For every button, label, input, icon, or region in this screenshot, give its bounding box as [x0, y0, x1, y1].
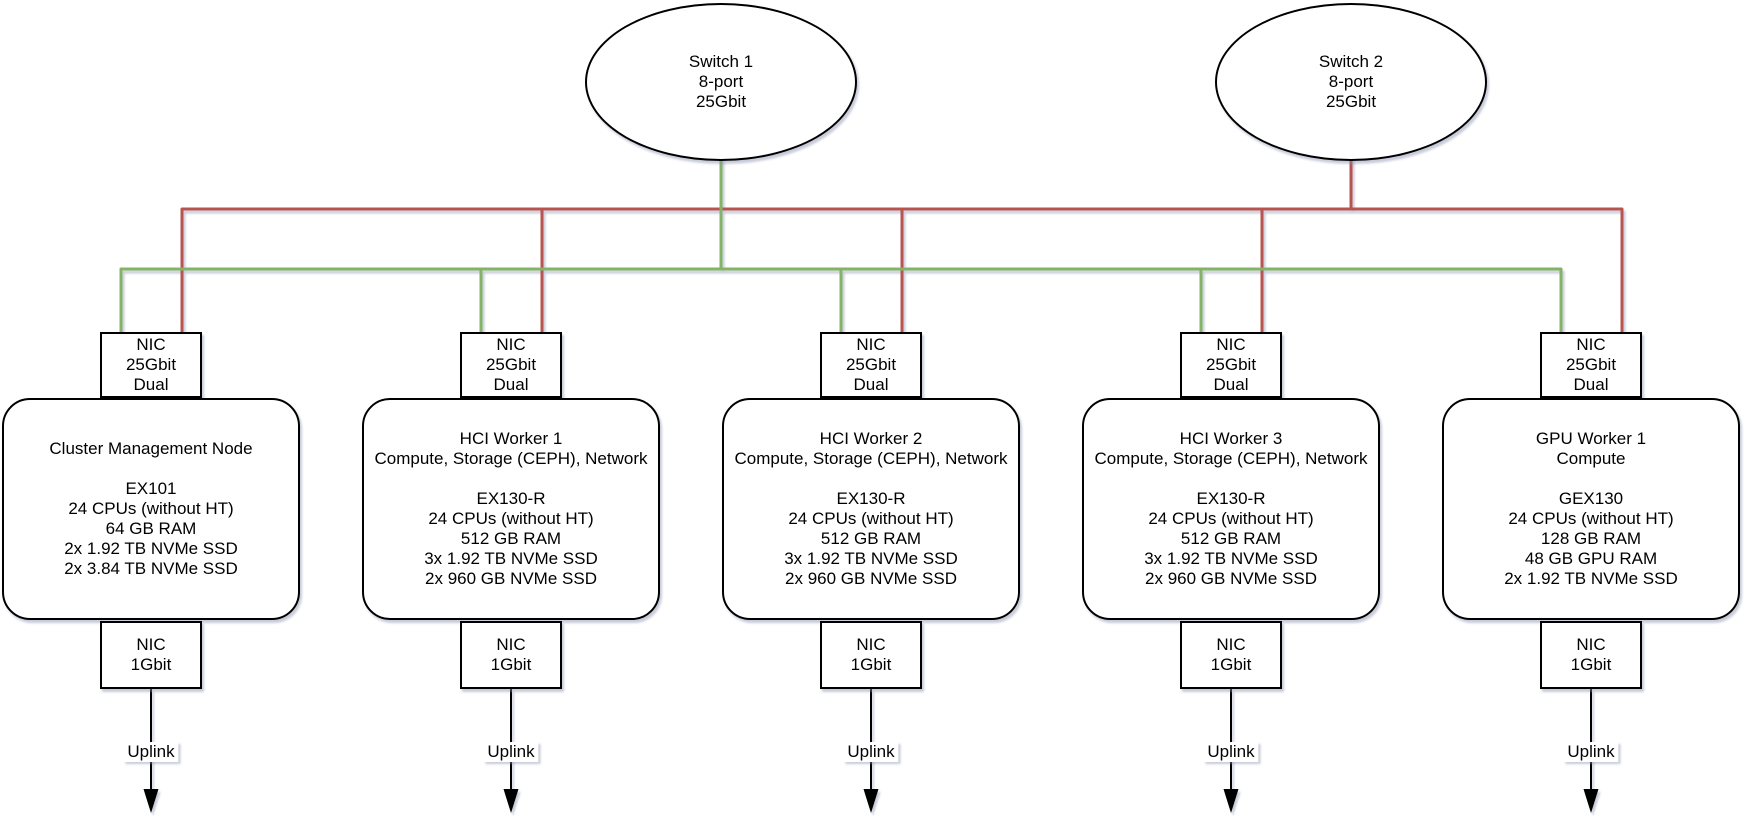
uplink-arrowhead [863, 789, 879, 813]
uplink-arrowhead [143, 789, 159, 813]
nic-label-line: Dual [1213, 375, 1249, 394]
node-spec-line: 2x 960 GB NVMe SSD [785, 569, 957, 588]
uplink-arrowhead [1223, 789, 1239, 813]
node-spec-line: EX130-R [836, 489, 906, 508]
node-spec-line: 2x 1.92 TB NVMe SSD [1504, 569, 1678, 588]
node-title-line: Compute, Storage (CEPH), Network [1094, 449, 1368, 468]
nic-label-line: 25Gbit [845, 355, 897, 374]
switch-label-line: 8-port [1328, 72, 1374, 91]
switch-label-line: 25Gbit [695, 92, 747, 111]
node-spec-line: GEX130 [1558, 489, 1624, 508]
nic-label-line: Dual [1573, 375, 1609, 394]
nic-label-line: 1Gbit [130, 655, 172, 674]
node-spec-line: 3x 1.92 TB NVMe SSD [424, 549, 598, 568]
nic-label-line: NIC [1216, 335, 1246, 354]
nic-label-line: NIC [1576, 335, 1606, 354]
node-spec-line: 24 CPUs (without HT) [68, 499, 234, 518]
node-title-line: Compute, Storage (CEPH), Network [374, 449, 648, 468]
node-spec-line: 2x 1.92 TB NVMe SSD [64, 539, 238, 558]
uplink-arrowhead [503, 789, 519, 813]
gpu-worker-1-uplink-label: Uplink [1563, 742, 1619, 762]
nic-label-line: 25Gbit [1205, 355, 1257, 374]
nic-label-line: NIC [496, 635, 526, 654]
node-title-line: Compute [1556, 449, 1626, 468]
node-spec-line: 3x 1.92 TB NVMe SSD [784, 549, 958, 568]
hci-worker-2-uplink-label: Uplink [843, 742, 899, 762]
nic-label-line: 25Gbit [125, 355, 177, 374]
node-title-line: GPU Worker 1 [1535, 429, 1647, 448]
node-title-line: HCI Worker 3 [1179, 429, 1283, 448]
node-title-line: HCI Worker 2 [819, 429, 923, 448]
cluster-management-node-uplink-label: Uplink [123, 742, 179, 762]
node-spec-line: 2x 3.84 TB NVMe SSD [64, 559, 238, 578]
nic-label-line: 25Gbit [1565, 355, 1617, 374]
node-spec-line: 512 GB RAM [460, 529, 562, 548]
nic-label-line: Dual [853, 375, 889, 394]
hci-worker-1-uplink-label: Uplink [483, 742, 539, 762]
nic-label-line: NIC [856, 335, 886, 354]
node-spec-line: 48 GB GPU RAM [1524, 549, 1658, 568]
node-title-line: Compute, Storage (CEPH), Network [734, 449, 1008, 468]
node-title-line: HCI Worker 1 [459, 429, 563, 448]
uplink-arrowhead [1583, 789, 1599, 813]
nic-label-line: NIC [136, 635, 166, 654]
node-spec-line: 24 CPUs (without HT) [788, 509, 954, 528]
node-spec-line: 128 GB RAM [1540, 529, 1642, 548]
nic-label-line: 1Gbit [1570, 655, 1612, 674]
nic-label-line: NIC [136, 335, 166, 354]
nic-label-line: NIC [496, 335, 526, 354]
nic-label-line: Dual [133, 375, 169, 394]
nic-label-line: 1Gbit [850, 655, 892, 674]
switch-label-line: Switch 2 [1318, 52, 1384, 71]
node-spec-line: 24 CPUs (without HT) [428, 509, 594, 528]
node-spec-line: 2x 960 GB NVMe SSD [1145, 569, 1317, 588]
switch-label-line: 25Gbit [1325, 92, 1377, 111]
switch-label-line: Switch 1 [688, 52, 754, 71]
node-spec-line: 24 CPUs (without HT) [1508, 509, 1674, 528]
node-title-line: Cluster Management Node [49, 439, 253, 458]
node-spec-line: 2x 960 GB NVMe SSD [425, 569, 597, 588]
node-spec-line: EX101 [125, 479, 177, 498]
node-spec-line: 512 GB RAM [1180, 529, 1282, 548]
nic-label-line: 25Gbit [485, 355, 537, 374]
node-spec-line: 3x 1.92 TB NVMe SSD [1144, 549, 1318, 568]
nic-label-line: NIC [1576, 635, 1606, 654]
node-spec-line: 64 GB RAM [105, 519, 197, 538]
nic-label-line: NIC [1216, 635, 1246, 654]
node-spec-line: EX130-R [476, 489, 546, 508]
nic-label-line: 1Gbit [1210, 655, 1252, 674]
nic-label-line: Dual [493, 375, 529, 394]
switch-label-line: 8-port [698, 72, 744, 91]
node-spec-line: 24 CPUs (without HT) [1148, 509, 1314, 528]
hci-worker-3-uplink-label: Uplink [1203, 742, 1259, 762]
nic-label-line: 1Gbit [490, 655, 532, 674]
nic-label-line: NIC [856, 635, 886, 654]
node-spec-line: EX130-R [1196, 489, 1266, 508]
node-spec-line: 512 GB RAM [820, 529, 922, 548]
